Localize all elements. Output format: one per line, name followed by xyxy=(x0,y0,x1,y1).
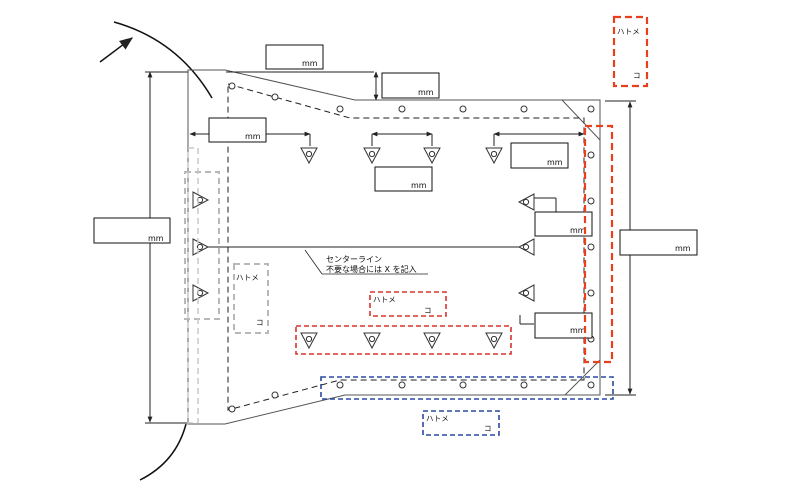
dim-box-right-upper[interactable]: mm xyxy=(534,211,593,237)
blue-box-bottom-hem xyxy=(320,376,614,400)
grommet-box-left[interactable]: ハトメ コ xyxy=(233,263,269,334)
rotate-arrow-bottom xyxy=(139,423,187,481)
svg-text:mm: mm xyxy=(245,132,261,141)
dim-box-right-lower[interactable]: mm xyxy=(534,312,593,339)
rotate-arrow-top-tip xyxy=(99,37,134,63)
svg-text:ハトメ: ハトメ xyxy=(236,273,259,282)
triangles-top-row xyxy=(300,147,503,165)
dim-box-triangle-gap-1[interactable]: mm xyxy=(374,166,433,192)
red-box-right-edge xyxy=(583,124,614,364)
svg-text:mm: mm xyxy=(411,181,427,190)
svg-text:mm: mm xyxy=(570,326,586,335)
grommets-top xyxy=(228,82,528,113)
svg-text:コ: コ xyxy=(484,424,492,433)
red-box-triangles-bottom xyxy=(295,325,512,355)
centerline-label: センターライン xyxy=(326,255,382,264)
dim-box-top-step[interactable]: mm xyxy=(381,72,440,99)
grey-box-left-edge xyxy=(187,147,199,424)
grommet-box-top-right[interactable]: ハトメ コ xyxy=(612,15,649,88)
triangles-left-col xyxy=(192,191,210,302)
svg-text:mm: mm xyxy=(547,158,563,167)
centerline-leader xyxy=(304,249,323,275)
corner-line-top-right xyxy=(561,99,601,141)
dim-box-left-height[interactable]: mm xyxy=(93,217,171,244)
dim-box-hem[interactable]: mm xyxy=(208,117,267,143)
grommet-box-center[interactable]: ハトメ コ xyxy=(369,291,447,317)
svg-text:mm: mm xyxy=(570,226,586,235)
rotate-arrow-top xyxy=(113,21,213,99)
grommet-box-bottom[interactable]: ハトメ コ xyxy=(422,410,500,436)
svg-text:コ: コ xyxy=(424,306,432,315)
svg-text:mm: mm xyxy=(148,234,164,243)
dim-box-triangle-gap-2[interactable]: mm xyxy=(510,142,569,169)
svg-text:コ: コ xyxy=(256,318,264,327)
svg-text:コ: コ xyxy=(633,71,641,80)
corner-line-bottom-right xyxy=(564,359,601,396)
svg-text:mm: mm xyxy=(302,59,318,68)
svg-text:ハトメ: ハトメ xyxy=(373,295,396,304)
grommets-bottom xyxy=(228,381,528,413)
sail-outline xyxy=(187,69,601,425)
svg-text:ハトメ: ハトメ xyxy=(617,27,640,36)
grommets-right xyxy=(587,105,595,389)
triangles-right-col xyxy=(517,193,535,302)
svg-text:mm: mm xyxy=(418,88,434,97)
centerline-note: 不要な場合には X を記入 xyxy=(326,264,417,274)
svg-text:mm: mm xyxy=(675,244,691,253)
dim-box-top[interactable]: mm xyxy=(265,44,324,70)
svg-text:ハトメ: ハトメ xyxy=(426,414,449,423)
inner-hem-dashed xyxy=(227,83,585,411)
dim-box-right-height[interactable]: mm xyxy=(619,229,698,256)
triangles-bottom-row xyxy=(300,332,503,350)
